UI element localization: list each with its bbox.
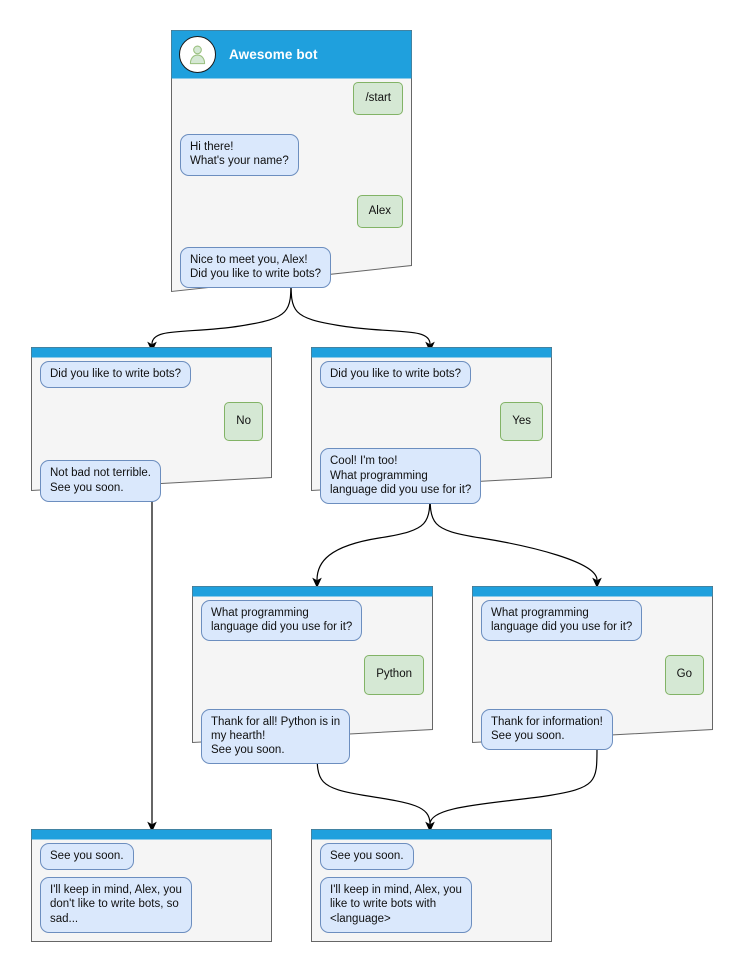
message-row: Python <box>201 655 424 695</box>
card-answer-no[interactable]: Did you like to write bots? No Not bad n… <box>31 347 272 502</box>
card-answer-go-messages: What programming language did you use fo… <box>472 600 713 751</box>
message-row: Thank for all! Python is in my hearth! S… <box>201 708 424 765</box>
user-message-bubble[interactable]: /start <box>353 82 403 116</box>
message-row: Cool! I'm too! What programming language… <box>320 448 543 505</box>
message-row: What programming language did you use fo… <box>201 600 424 642</box>
user-message-bubble[interactable]: Alex <box>356 194 403 228</box>
bot-message-bubble[interactable]: Hi there! What's your name? <box>180 134 299 176</box>
card-end-sad-messages: See you soon. I'll keep in mind, Alex, y… <box>31 843 272 933</box>
message-row: Thank for information! See you soon. <box>481 708 704 751</box>
message-row: I'll keep in mind, Alex, you don't like … <box>40 877 263 933</box>
card-end-sad[interactable]: See you soon. I'll keep in mind, Alex, y… <box>31 829 272 942</box>
user-message-bubble[interactable]: Python <box>364 655 424 695</box>
edge-go-to-end-happy <box>429 747 598 825</box>
card-root[interactable]: Awesome bot /start Hi there! What's your… <box>171 30 412 294</box>
card-root-messages: /start Hi there! What's your name? Alex … <box>171 82 412 289</box>
message-row: Go <box>481 655 704 695</box>
bot-message-bubble[interactable]: Cool! I'm too! What programming language… <box>320 448 482 505</box>
bot-message-bubble[interactable]: Not bad not terrible. See you soon. <box>40 460 162 502</box>
bot-message-bubble[interactable]: I'll keep in mind, Alex, you don't like … <box>40 877 192 933</box>
bot-message-bubble[interactable]: See you soon. <box>40 843 134 871</box>
message-row: See you soon. <box>40 843 263 871</box>
user-message-bubble[interactable]: No <box>224 402 263 442</box>
bot-message-bubble[interactable]: See you soon. <box>320 843 414 871</box>
message-row: Yes <box>320 402 543 442</box>
card-answer-python[interactable]: What programming language did you use fo… <box>192 586 433 765</box>
message-row: Did you like to write bots? <box>320 361 543 389</box>
message-row: Nice to meet you, Alex! Did you like to … <box>180 246 403 289</box>
message-row: I'll keep in mind, Alex, you like to wri… <box>320 877 543 933</box>
bot-header: Awesome bot <box>171 30 412 78</box>
message-row: No <box>40 402 263 442</box>
bot-message-bubble[interactable]: What programming language did you use fo… <box>481 600 643 642</box>
card-answer-yes[interactable]: Did you like to write bots? Yes Cool! I'… <box>311 347 552 505</box>
avatar <box>179 35 216 73</box>
bot-message-bubble[interactable]: Did you like to write bots? <box>320 361 472 389</box>
card-answer-go[interactable]: What programming language did you use fo… <box>472 586 713 751</box>
card-answer-yes-messages: Did you like to write bots? Yes Cool! I'… <box>311 361 552 505</box>
message-row: Not bad not terrible. See you soon. <box>40 460 263 502</box>
user-message-bubble[interactable]: Yes <box>500 402 543 442</box>
message-row: Did you like to write bots? <box>40 361 263 389</box>
card-header-bar <box>31 829 272 840</box>
card-header-bar <box>192 586 433 597</box>
user-message-bubble[interactable]: Go <box>664 655 704 695</box>
bot-message-bubble[interactable]: Thank for all! Python is in my hearth! S… <box>201 708 351 765</box>
bot-message-bubble[interactable]: Nice to meet you, Alex! Did you like to … <box>180 246 332 289</box>
card-header-bar <box>311 347 552 358</box>
card-header-bar <box>31 347 272 358</box>
bot-message-bubble[interactable]: I'll keep in mind, Alex, you like to wri… <box>320 877 472 933</box>
card-header-bar <box>472 586 713 597</box>
bot-message-bubble[interactable]: What programming language did you use fo… <box>201 600 363 642</box>
message-row: What programming language did you use fo… <box>481 600 704 642</box>
card-end-happy[interactable]: See you soon. I'll keep in mind, Alex, y… <box>311 829 552 942</box>
card-answer-python-messages: What programming language did you use fo… <box>192 600 433 765</box>
bot-name-label: Awesome bot <box>229 46 318 62</box>
card-answer-no-messages: Did you like to write bots? No Not bad n… <box>31 361 272 502</box>
message-row: Hi there! What's your name? <box>180 134 403 176</box>
bot-message-bubble[interactable]: Did you like to write bots? <box>40 361 192 389</box>
bot-message-bubble[interactable]: Thank for information! See you soon. <box>481 708 613 751</box>
message-row: Alex <box>180 194 403 228</box>
card-header-bar <box>311 829 552 840</box>
message-row: /start <box>180 82 403 116</box>
card-end-happy-messages: See you soon. I'll keep in mind, Alex, y… <box>311 843 552 933</box>
person-avatar-icon <box>189 45 206 64</box>
message-row: See you soon. <box>320 843 543 871</box>
